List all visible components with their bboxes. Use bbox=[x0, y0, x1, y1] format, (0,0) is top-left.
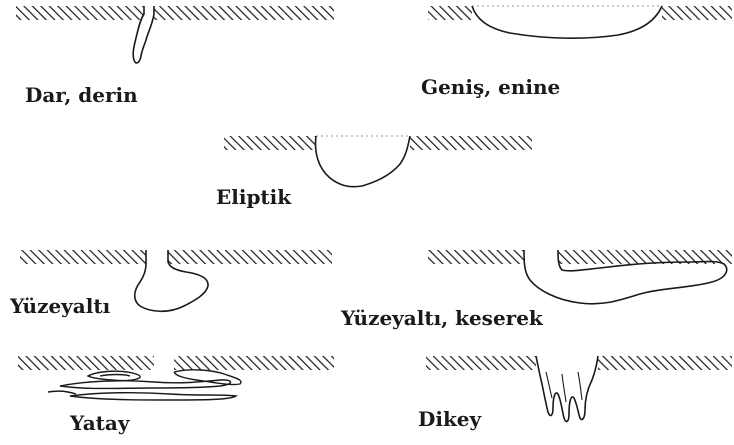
surface-horizontal bbox=[18, 356, 334, 400]
pit-vertical-outline bbox=[536, 356, 598, 421]
surface-wide-transverse bbox=[428, 6, 732, 38]
pit-vertical-inner-lines bbox=[546, 372, 582, 402]
label-vertical: Dikey bbox=[418, 409, 481, 429]
surface-hatch-right bbox=[662, 6, 732, 20]
pit-elliptical-outline bbox=[316, 136, 410, 187]
surface-hatch-right bbox=[598, 356, 732, 370]
surface-hatch-left bbox=[428, 6, 472, 20]
surface-hatch-right bbox=[154, 6, 334, 20]
surface-hatch-right bbox=[174, 356, 334, 370]
surface-hatch-left bbox=[20, 250, 146, 264]
surface-hatch-left bbox=[224, 136, 316, 150]
surface-narrow-deep bbox=[16, 6, 334, 63]
label-subsurface-undercutting: Yüzeyaltı, keserek bbox=[341, 308, 543, 328]
label-horizontal: Yatay bbox=[70, 413, 130, 433]
surface-subsurface-undercutting bbox=[428, 250, 732, 304]
label-elliptical: Eliptik bbox=[216, 187, 291, 207]
surface-hatch-right bbox=[168, 250, 332, 264]
pit-horizontal-layers bbox=[48, 370, 241, 400]
pit-wide-transverse-outline bbox=[472, 6, 662, 38]
surface-elliptical bbox=[224, 136, 532, 187]
surface-hatch-left bbox=[18, 356, 154, 370]
surface-hatch-left bbox=[16, 6, 144, 20]
label-wide-transverse: Geniş, enine bbox=[421, 77, 560, 97]
surface-hatch-right bbox=[410, 136, 532, 150]
surface-hatch-left bbox=[426, 356, 536, 370]
label-narrow-deep: Dar, derin bbox=[25, 85, 138, 105]
surface-hatch-left bbox=[428, 250, 524, 264]
label-subsurface: Yüzeyaltı bbox=[10, 296, 110, 316]
